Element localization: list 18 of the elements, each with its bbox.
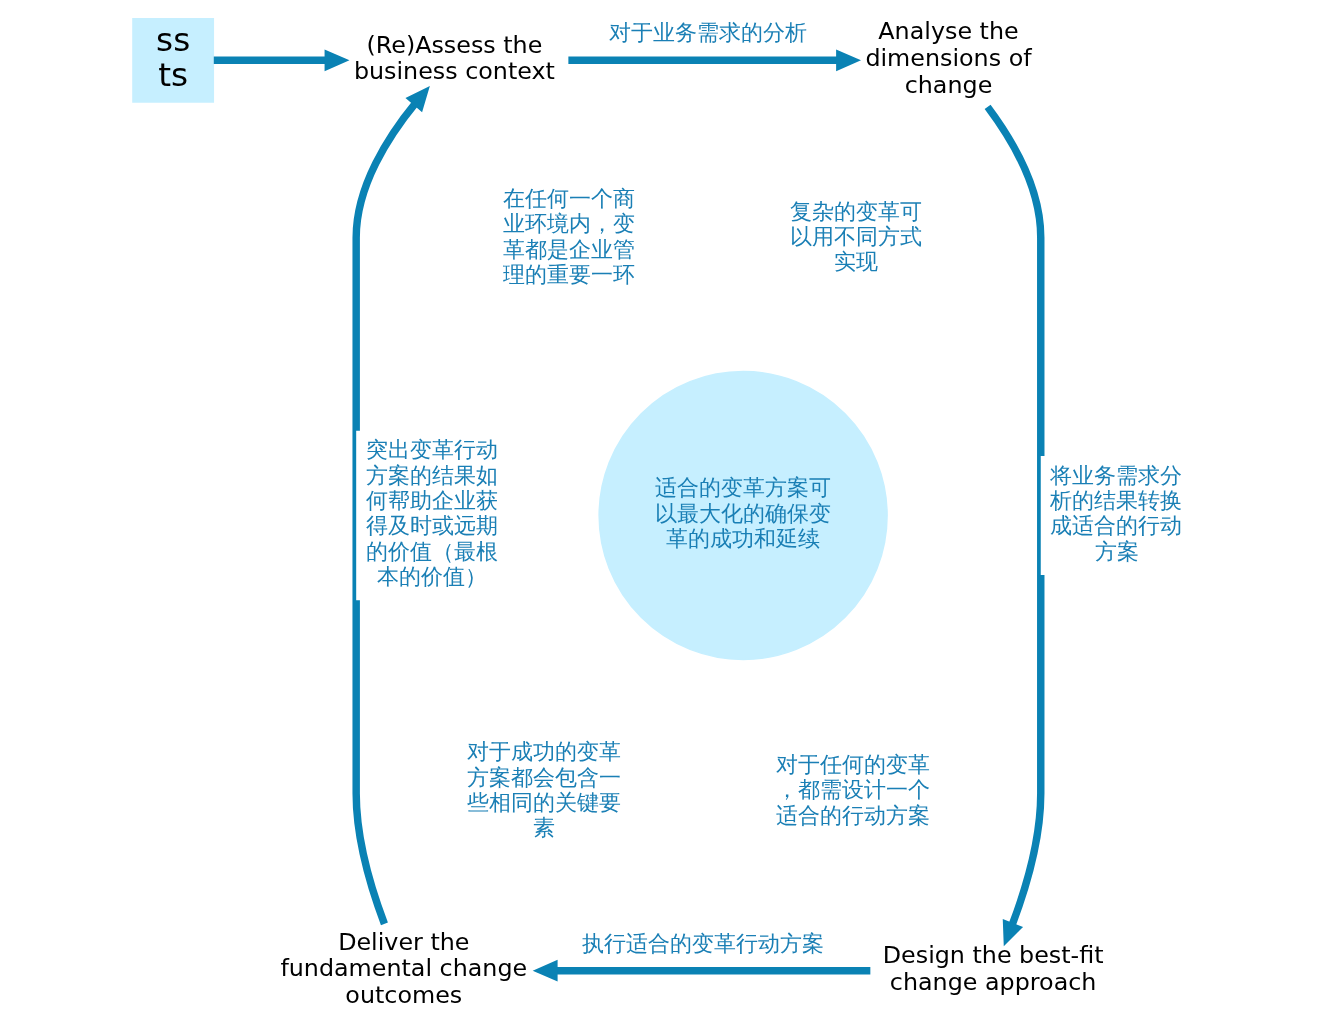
node-circle: 适合的变革方案可以最大化的确保变革的成功和延续 — [597, 370, 888, 661]
edge-label: 对于业务需求的分析 — [608, 19, 807, 46]
node-text: 对于任何的变革，都需设计一个适合的行动方案 — [775, 751, 930, 828]
node-box: ss ts — [131, 17, 214, 103]
arrow — [984, 104, 1044, 947]
arrow — [351, 86, 430, 926]
node-text: Design the best-fit change approach — [882, 940, 1104, 996]
edge-label: 将业务需求分析的结果转换成适合的行动方案 — [1049, 461, 1182, 564]
edge-label: 执行适合的变革行动方案 — [581, 929, 824, 956]
node-text: 对于成功的变革方案都会包含一些相同的关键要素 — [466, 738, 621, 841]
node-text: Analyse the dimensions of change — [864, 17, 1032, 99]
edge-label: 突出变革行动方案的结果如何帮助企业获得及时或远期的价值（最根本的价值） — [365, 436, 498, 589]
arrow — [213, 49, 349, 72]
node-text: Deliver the fundamental change outcomes — [279, 927, 527, 1010]
node-text: 复杂的变革可以用不同方式实现 — [789, 197, 922, 275]
node-text: 在任何一个商业环境内，变革都是企业管理的重要一环 — [502, 185, 635, 288]
arrow — [567, 49, 861, 72]
node-text: (Re)Assess the business context — [353, 30, 555, 86]
